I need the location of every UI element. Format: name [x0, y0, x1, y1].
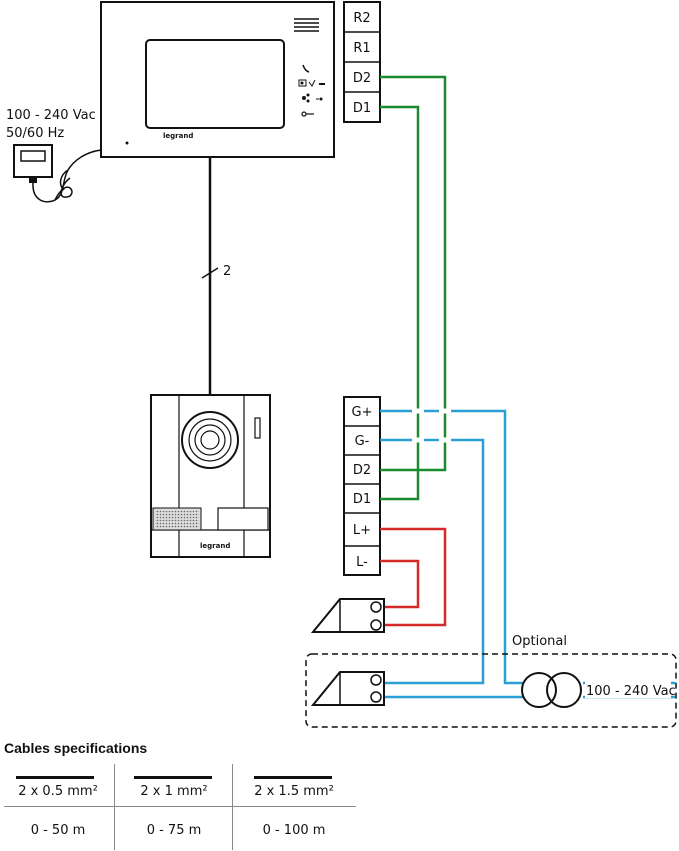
- table-row-divider: [4, 806, 356, 807]
- door-panel-led: [254, 417, 261, 439]
- monitor-terminal-d1: D1: [353, 101, 371, 116]
- door-panel-brand-logo: legrand: [200, 542, 230, 550]
- module-terminal-g-plus: G+: [352, 405, 373, 420]
- lock-wires: [380, 527, 447, 627]
- optional-label: Optional: [512, 634, 567, 649]
- wire-crossing-gaps: [412, 408, 451, 443]
- module-terminal-d1: D1: [353, 492, 371, 507]
- door-panel: legrand: [150, 394, 271, 558]
- module-terminal-l-minus: L-: [356, 555, 368, 570]
- table-divider-2: [232, 764, 233, 850]
- optional-area: Optional 100 - 240 Vac: [305, 634, 677, 728]
- monitor-terminal-r2: R2: [353, 11, 370, 26]
- monitor-terminal-block: [343, 1, 381, 123]
- monitor-speaker-grille: [294, 18, 319, 32]
- monitor: legrand: [100, 1, 335, 158]
- camera-lens: [181, 411, 239, 469]
- cable-section-bar-2: [134, 776, 212, 779]
- monitor-microphone: [125, 141, 129, 145]
- power-supply-frequency: 50/60 Hz: [6, 126, 64, 141]
- monitor-terminal-d2: D2: [353, 71, 371, 86]
- monitor-terminal-r1: R1: [353, 41, 370, 56]
- monitor-button-icons: [298, 64, 325, 117]
- speaker-dots: [155, 510, 199, 528]
- cable-section-2: 2 x 1 mm²: [140, 784, 208, 799]
- power-supply-voltage: 100 - 240 Vac: [6, 108, 96, 123]
- cable-section-bar-3: [254, 776, 332, 779]
- transformer-voltage: 100 - 240 Vac: [586, 684, 676, 699]
- transformer-voltage-bg: [585, 681, 671, 698]
- cable-length-3: 0 - 100 m: [262, 823, 326, 838]
- module-terminal-g-minus: G-: [355, 434, 370, 449]
- bus-cable: [201, 157, 219, 395]
- cable-count: 2: [223, 264, 231, 279]
- door-lock: [310, 598, 385, 633]
- cable-length-2: 0 - 75 m: [146, 823, 202, 838]
- table-divider-1: [114, 764, 115, 850]
- module-terminal-block: [343, 396, 381, 576]
- monitor-brand-logo: legrand: [163, 132, 193, 140]
- cables-table-title: Cables specifications: [4, 740, 148, 756]
- door-panel-name-tag: [217, 507, 269, 531]
- transformer-icon: [521, 672, 582, 708]
- module-terminal-l-plus: L+: [353, 523, 371, 538]
- power-supply: [13, 144, 102, 203]
- cable-section-bar-1: [16, 776, 94, 779]
- data-wires: [380, 75, 447, 501]
- door-lock-optional: [310, 671, 385, 706]
- cable-section-1: 2 x 0.5 mm²: [18, 784, 98, 799]
- cable-length-1: 0 - 50 m: [30, 823, 86, 838]
- module-terminal-d2: D2: [353, 463, 371, 478]
- cable-section-3: 2 x 1.5 mm²: [254, 784, 334, 799]
